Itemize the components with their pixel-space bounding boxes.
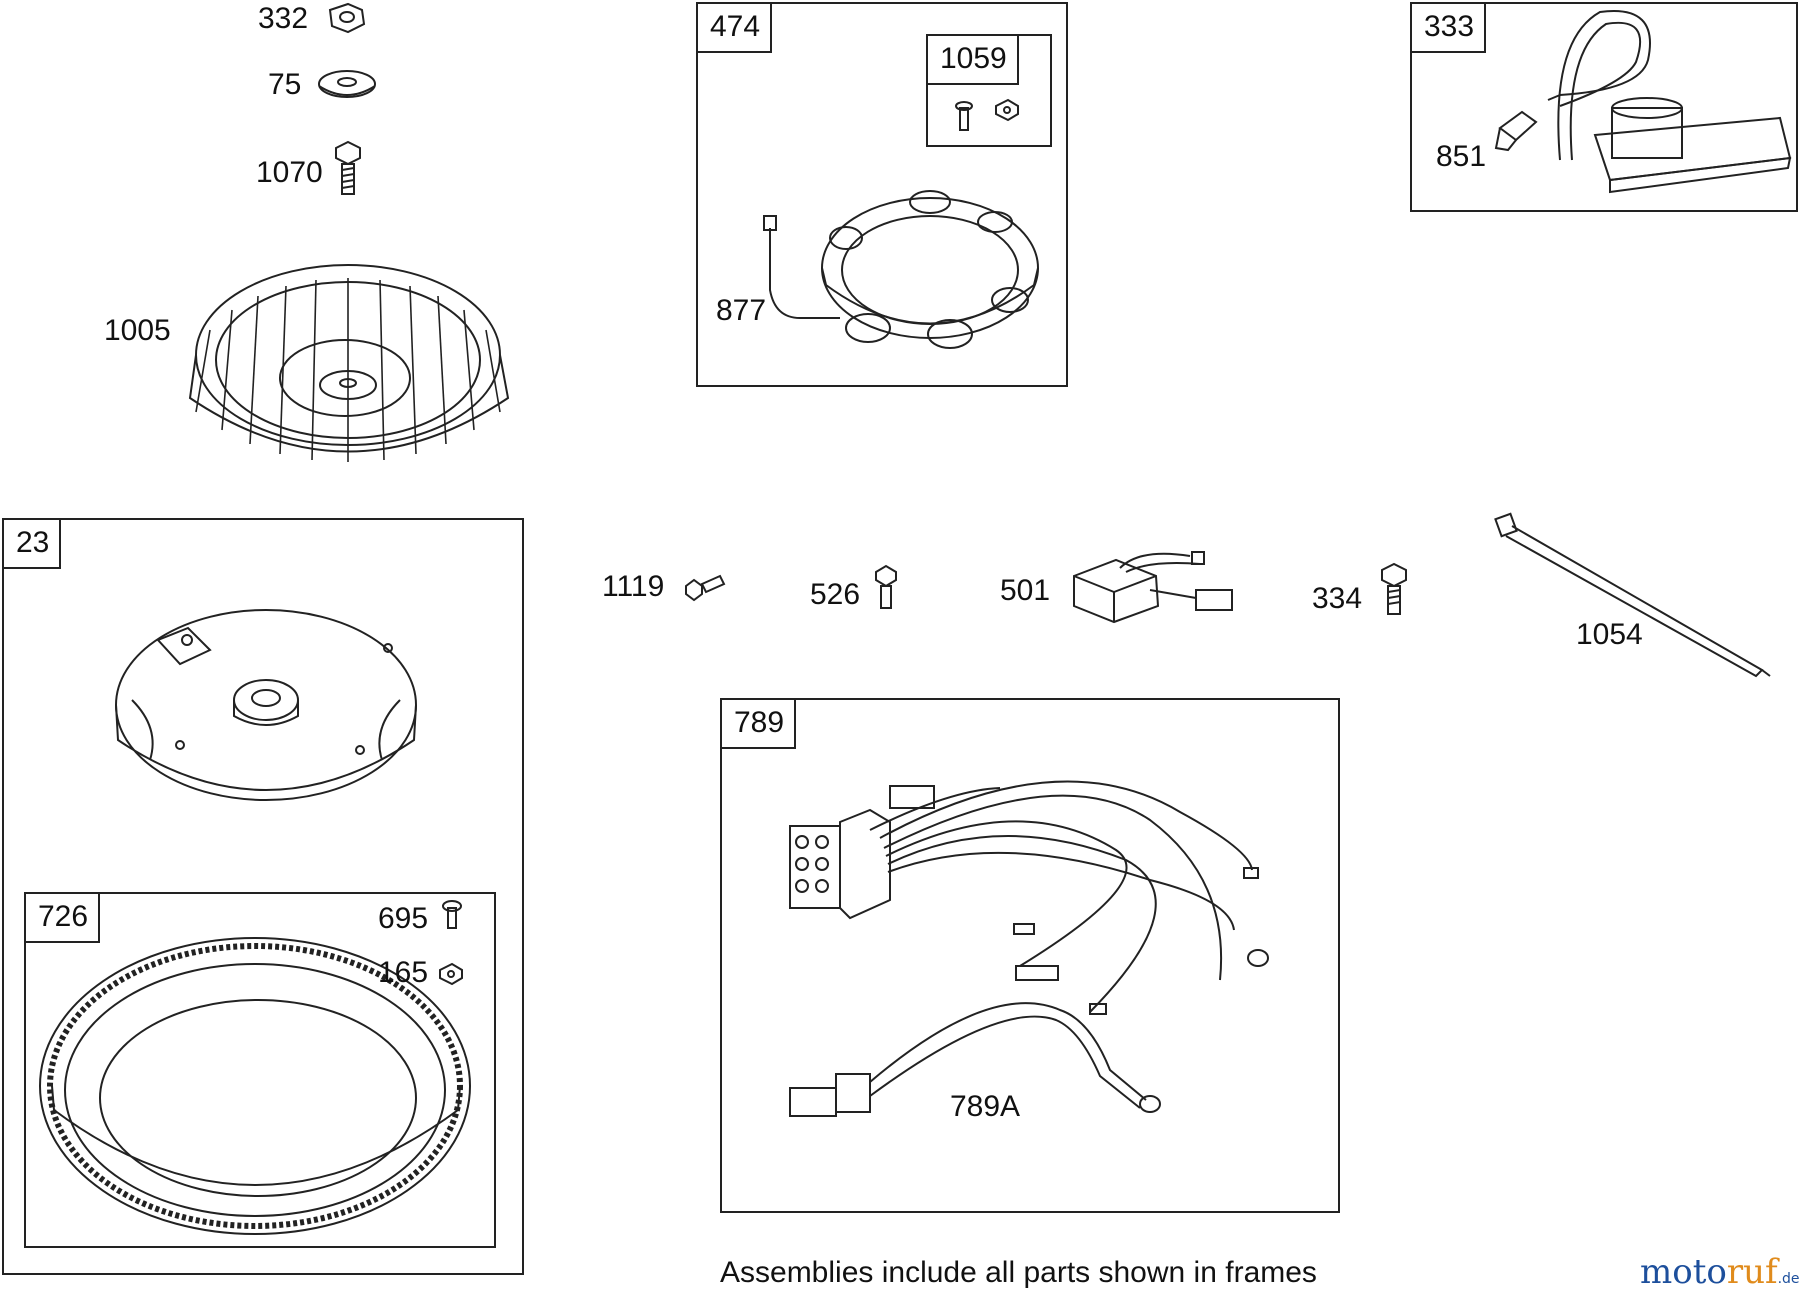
label-1070[interactable]: 1070 [256,156,323,189]
frame-789: 789 [720,698,1340,1213]
label-75[interactable]: 75 [268,68,302,101]
bolt-334-icon [1381,562,1407,615]
bolt-1119-icon [685,574,726,602]
wire-harness-789-icon [789,780,1269,1117]
label-789A[interactable]: 789A [950,1090,1021,1123]
ring-gear-726-icon [39,937,471,1235]
label-1005[interactable]: 1005 [104,314,171,347]
ignition-coil-333-icon [1494,10,1792,194]
label-877[interactable]: 877 [716,294,767,327]
motoruf-watermark: motoruf.de [1640,1252,1800,1292]
watermark-suffix: .de [1777,1271,1800,1287]
frame-474: 474 [696,2,1068,387]
label-1054[interactable]: 1054 [1576,618,1643,651]
bolt-526-icon [875,564,897,609]
frame-474-tag[interactable]: 474 [696,2,773,53]
regulator-501-icon [1073,551,1233,624]
assemblies-caption: Assemblies include all parts shown in fr… [720,1256,1317,1289]
label-165[interactable]: 165 [378,956,429,989]
label-501[interactable]: 501 [1000,574,1051,607]
label-851[interactable]: 851 [1436,140,1487,173]
fan-1005-icon [188,264,510,462]
frame-333-tag[interactable]: 333 [1410,2,1487,53]
screw-695-icon [442,900,462,929]
label-332[interactable]: 332 [258,2,309,35]
label-1119[interactable]: 1119 [602,570,665,603]
screw-1059-icon [955,98,1019,131]
frame-726: 726 [24,892,496,1248]
washer-75-icon [318,70,376,98]
frame-789-tag[interactable]: 789 [720,698,797,749]
watermark-brand-a: moto [1640,1252,1727,1292]
nut-165-icon [439,962,463,986]
label-334[interactable]: 334 [1312,582,1363,615]
frame-726-tag[interactable]: 726 [24,892,101,943]
watermark-brand-b: ruf [1726,1252,1778,1292]
stator-877-icon [763,190,1039,349]
label-695[interactable]: 695 [378,902,429,935]
frame-23: 23 [2,518,524,1275]
nut-332-icon [328,2,366,34]
cable-tie-1054-icon [1494,512,1771,678]
bolt-1070-icon [335,140,361,195]
label-526[interactable]: 526 [810,578,861,611]
frame-1059: 1059 [926,34,1052,147]
flywheel-23-icon [115,609,417,801]
frame-23-tag[interactable]: 23 [2,518,62,569]
frame-1059-tag[interactable]: 1059 [926,34,1019,85]
frame-333: 333 [1410,2,1798,212]
